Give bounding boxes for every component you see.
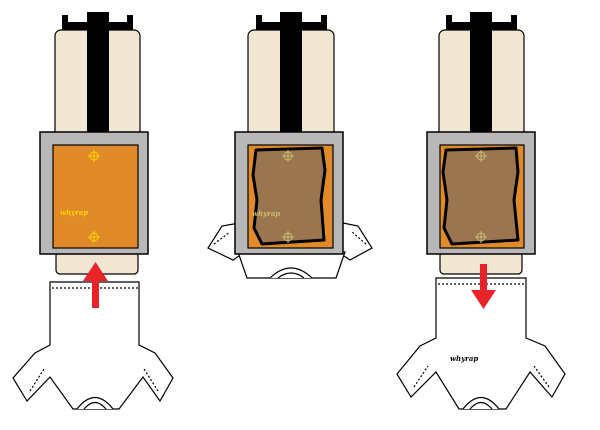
- crosshair-icon: [88, 150, 100, 243]
- panel-load: whyrap: [12, 12, 174, 410]
- logo-label: whyrap: [60, 208, 88, 217]
- arrow-up-icon: [83, 262, 108, 308]
- press-head: [54, 12, 141, 275]
- spindle: [87, 12, 109, 136]
- panel-print: whyrap: [207, 12, 373, 279]
- spindle: [280, 12, 302, 136]
- ink-print: [441, 146, 520, 246]
- ink-print: [251, 146, 327, 246]
- arrow-down-icon: [471, 264, 496, 309]
- crosshair-icon: [475, 150, 487, 243]
- press-head: [247, 12, 335, 146]
- press-head: [438, 12, 525, 275]
- logo-label: whyrap: [450, 354, 478, 363]
- spindle: [470, 12, 492, 136]
- logo-label: whyrap: [252, 209, 280, 218]
- t-shirt: [396, 277, 566, 410]
- t-shirt: [12, 281, 174, 410]
- panel-unload: whyrap: [396, 12, 566, 410]
- platen: [52, 144, 139, 249]
- crosshair-icon: [282, 150, 294, 243]
